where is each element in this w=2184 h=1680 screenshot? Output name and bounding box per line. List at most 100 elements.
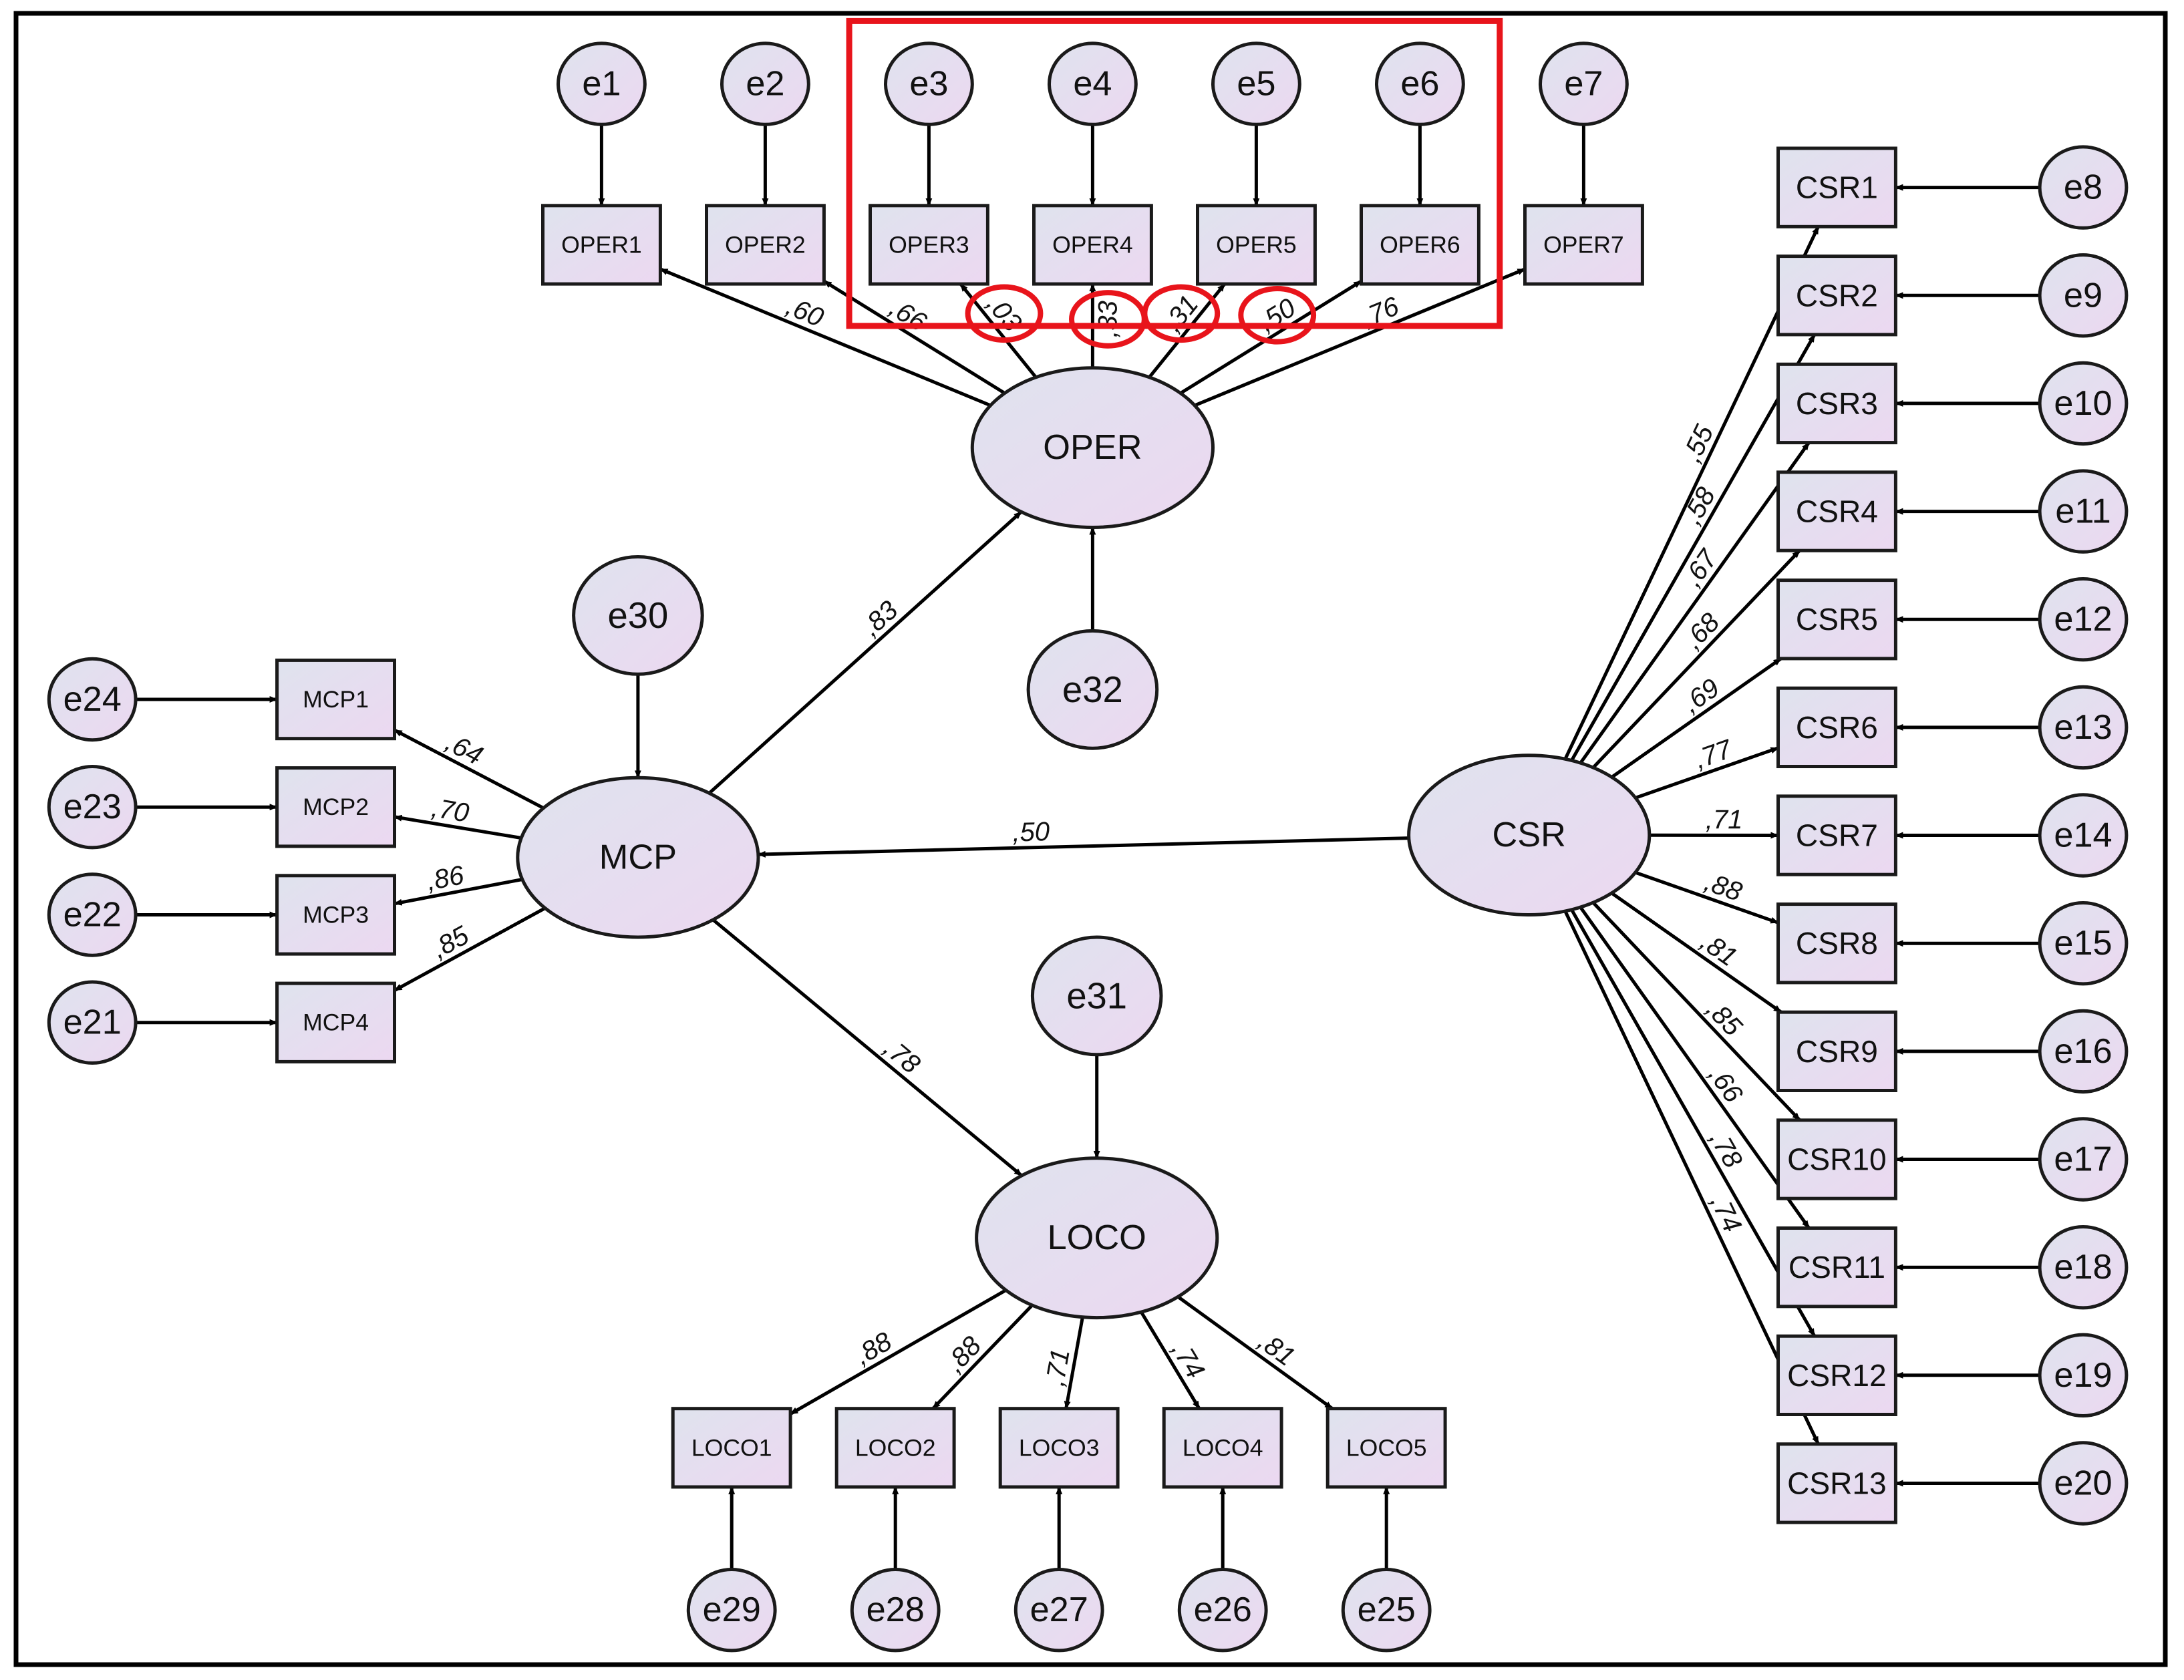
error-circle bbox=[2038, 793, 2129, 878]
error-circle bbox=[1539, 41, 1629, 126]
observed-box bbox=[275, 766, 396, 848]
edge-mcp-to-mcp1 bbox=[394, 728, 544, 810]
error-circle bbox=[1026, 629, 1159, 750]
error-term-e21: e21 bbox=[47, 980, 138, 1065]
error-circle bbox=[1211, 41, 1301, 126]
observed-box bbox=[1776, 470, 1897, 552]
error-term-e29: e29 bbox=[686, 1568, 777, 1653]
indicator-mcp1: MCP1 bbox=[275, 658, 396, 741]
latent-variable-mcp: MCP bbox=[516, 776, 760, 939]
indicator-csr1: CSR1 bbox=[1776, 146, 1897, 228]
observed-box bbox=[1776, 1334, 1897, 1416]
node-label: CSR7 bbox=[1796, 818, 1878, 853]
edge-loco-to-loco2 bbox=[931, 1304, 1034, 1410]
error-circle bbox=[720, 41, 810, 126]
error-circle bbox=[2038, 145, 2129, 230]
observed-box bbox=[1196, 204, 1317, 286]
indicator-csr5: CSR5 bbox=[1776, 578, 1897, 661]
edge-csr-to-csr1 bbox=[1563, 226, 1820, 760]
error-term-e15: e15 bbox=[2038, 901, 2129, 986]
node-label: e13 bbox=[2054, 708, 2112, 747]
path-coefficient-loco-loco3: ,71 bbox=[1040, 1347, 1076, 1389]
node-label: OPER2 bbox=[725, 231, 806, 258]
path-coefficient-csr-mcp: ,50 bbox=[1012, 817, 1050, 847]
node-label: e4 bbox=[1073, 65, 1112, 104]
indicator-csr12: CSR12 bbox=[1776, 1334, 1897, 1416]
observed-box bbox=[1776, 146, 1897, 228]
node-label: LOCO2 bbox=[855, 1434, 936, 1461]
node-label: OPER3 bbox=[889, 231, 969, 258]
node-label: MCP2 bbox=[303, 794, 369, 820]
observed-box bbox=[541, 204, 662, 286]
edge-csr-to-csr3 bbox=[1579, 442, 1811, 764]
observed-box bbox=[705, 204, 826, 286]
indicator-oper1: OPER1 bbox=[541, 204, 662, 286]
edge-mcp-to-mcp3 bbox=[394, 878, 523, 906]
edge-mcp-to-loco bbox=[712, 918, 1023, 1177]
error-circle bbox=[2038, 361, 2129, 446]
node-label: e20 bbox=[2054, 1464, 2112, 1503]
error-term-e20: e20 bbox=[2038, 1441, 2129, 1526]
error-term-e22: e22 bbox=[47, 872, 138, 957]
node-label: e7 bbox=[1564, 65, 1603, 104]
error-circle bbox=[850, 1568, 941, 1653]
node-label: LOCO bbox=[1048, 1218, 1146, 1257]
observed-box bbox=[834, 1407, 956, 1489]
indicator-loco5: LOCO5 bbox=[1325, 1407, 1447, 1489]
indicator-mcp4: MCP4 bbox=[275, 981, 396, 1063]
node-label: OPER bbox=[1043, 428, 1142, 467]
node-label: LOCO4 bbox=[1183, 1434, 1263, 1461]
node-label: CSR13 bbox=[1787, 1466, 1887, 1501]
error-term-e11: e11 bbox=[2038, 469, 2129, 554]
node-label: e29 bbox=[703, 1590, 761, 1629]
error-circle bbox=[2038, 901, 2129, 986]
observed-box bbox=[1776, 362, 1897, 445]
error-circle bbox=[2038, 1333, 2129, 1418]
node-label: e19 bbox=[2054, 1356, 2112, 1395]
node-label: LOCO1 bbox=[691, 1434, 772, 1461]
node-label: e30 bbox=[608, 595, 669, 636]
indicator-oper7: OPER7 bbox=[1523, 204, 1644, 286]
indicator-oper6: OPER6 bbox=[1360, 204, 1480, 286]
highlight-circle-oper6 bbox=[1238, 286, 1317, 345]
node-label: e31 bbox=[1066, 975, 1127, 1016]
error-circle bbox=[1030, 935, 1163, 1057]
observed-box bbox=[275, 874, 396, 956]
observed-box bbox=[1523, 204, 1644, 286]
node-label: e24 bbox=[63, 680, 122, 719]
observed-box bbox=[275, 658, 396, 741]
node-label: LOCO3 bbox=[1019, 1434, 1100, 1461]
observed-box bbox=[1776, 794, 1897, 876]
node-label: CSR5 bbox=[1796, 602, 1878, 637]
observed-box bbox=[1776, 255, 1897, 337]
node-label: e12 bbox=[2054, 600, 2112, 639]
edges-layer bbox=[136, 124, 2040, 1570]
node-label: CSR1 bbox=[1796, 170, 1878, 205]
error-circle bbox=[572, 555, 704, 676]
observed-box bbox=[1776, 1118, 1897, 1200]
node-label: e1 bbox=[582, 65, 621, 104]
node-label: e18 bbox=[2054, 1248, 2112, 1287]
observed-box bbox=[1776, 578, 1897, 661]
edge-csr-to-csr8 bbox=[1634, 870, 1779, 925]
path-coefficient-oper-oper4: ,33 bbox=[1093, 301, 1122, 338]
edge-oper-to-oper6 bbox=[1179, 279, 1362, 395]
latent-ellipse bbox=[1407, 753, 1652, 916]
error-circle bbox=[2038, 1009, 2129, 1094]
indicator-oper5: OPER5 bbox=[1196, 204, 1317, 286]
error-circle bbox=[47, 765, 138, 850]
edge-loco-to-loco3 bbox=[1064, 1317, 1084, 1409]
error-term-e27: e27 bbox=[1013, 1568, 1104, 1653]
error-term-e6: e6 bbox=[1375, 41, 1465, 126]
node-label: CSR2 bbox=[1796, 278, 1878, 313]
indicator-oper2: OPER2 bbox=[705, 204, 826, 286]
indicator-csr13: CSR13 bbox=[1776, 1442, 1897, 1524]
indicator-csr7: CSR7 bbox=[1776, 794, 1897, 876]
error-circle bbox=[2038, 469, 2129, 554]
node-label: CSR4 bbox=[1796, 494, 1878, 529]
error-term-e13: e13 bbox=[2038, 685, 2129, 770]
edge-csr-to-mcp bbox=[757, 836, 1409, 858]
edge-csr-to-csr12 bbox=[1570, 908, 1817, 1337]
node-label: e25 bbox=[1358, 1590, 1416, 1629]
